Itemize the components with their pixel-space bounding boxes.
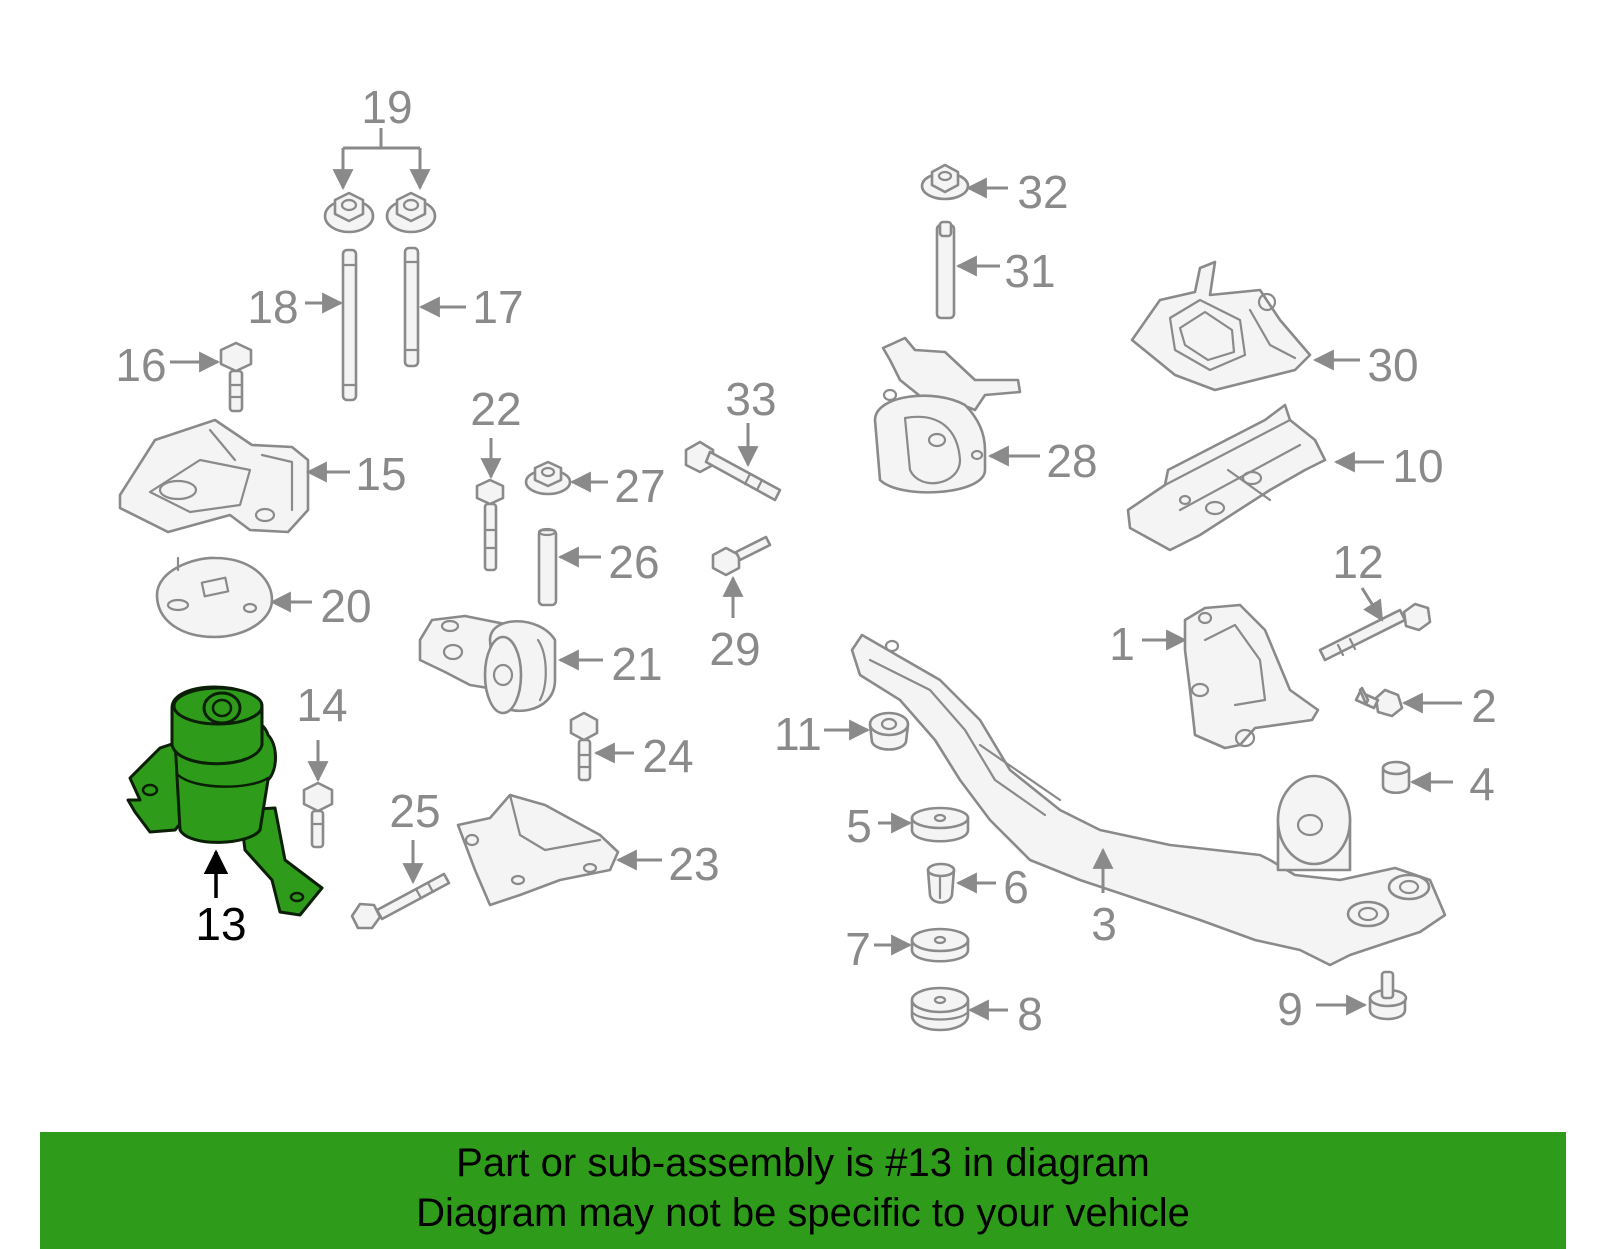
callout-3: 3	[1091, 898, 1117, 950]
part-15-bracket[interactable]	[118, 418, 310, 534]
callout-15: 15	[355, 448, 406, 500]
callout-20: 20	[320, 580, 371, 632]
callout-6: 6	[1003, 861, 1029, 913]
callout-32: 32	[1017, 166, 1068, 218]
part-4-bushing[interactable]	[1381, 760, 1411, 795]
callout-8: 8	[1017, 988, 1043, 1040]
banner-line-1: Part or sub-assembly is #13 in diagram	[456, 1141, 1150, 1185]
info-banner: Part or sub-assembly is #13 in diagram D…	[40, 1132, 1566, 1249]
callout-28: 28	[1046, 435, 1097, 487]
part-31-pin[interactable]	[935, 220, 956, 320]
part-6-bushing[interactable]	[926, 862, 956, 904]
part-27-nut[interactable]	[524, 460, 572, 496]
callout-9: 9	[1277, 983, 1303, 1035]
callout-4: 4	[1469, 758, 1495, 810]
part-19-nuts[interactable]	[323, 128, 437, 234]
part-1-bracket[interactable]	[1183, 603, 1320, 750]
part-12-bolt[interactable]	[1318, 602, 1432, 662]
part-7-washer[interactable]	[910, 927, 970, 963]
callout-11: 11	[774, 708, 822, 760]
callout-29: 29	[709, 623, 760, 675]
part-21-mount[interactable]	[418, 614, 557, 715]
callout-24: 24	[642, 730, 693, 782]
callout-33: 33	[725, 373, 776, 425]
part-10-shield[interactable]	[1126, 403, 1327, 552]
part-29-bolt[interactable]	[711, 535, 772, 577]
callout-5: 5	[846, 800, 872, 852]
callout-31: 31	[1004, 245, 1055, 297]
part-2-bolt[interactable]	[1354, 686, 1404, 718]
callout-2: 2	[1471, 680, 1497, 732]
part-18-stud[interactable]	[341, 248, 358, 402]
part-32-nut[interactable]	[920, 163, 970, 201]
callout-18: 18	[247, 281, 298, 333]
callout-26: 26	[608, 536, 659, 588]
part-30-bracket[interactable]	[1130, 260, 1312, 392]
callout-25: 25	[389, 785, 440, 837]
part-28-mount[interactable]	[873, 336, 1022, 494]
part-14-bolt[interactable]	[302, 781, 334, 849]
part-16-bolt[interactable]	[219, 341, 253, 413]
part-33-bolt[interactable]	[684, 440, 782, 502]
part-22-bolt[interactable]	[475, 478, 505, 572]
callout-7: 7	[845, 923, 871, 975]
part-3-crossmember[interactable]	[850, 633, 1447, 967]
part-5-washer[interactable]	[910, 806, 970, 843]
callout-21: 21	[611, 638, 662, 690]
part-26-sleeve[interactable]	[537, 527, 558, 607]
part-24-bolt[interactable]	[569, 711, 599, 782]
part-11-nut[interactable]	[868, 711, 910, 751]
callout-16: 16	[115, 339, 166, 391]
callout-22: 22	[470, 383, 521, 435]
callout-12: 12	[1332, 536, 1383, 588]
callout-14: 14	[296, 679, 347, 731]
callout-30: 30	[1367, 339, 1418, 391]
callout-17: 17	[472, 281, 523, 333]
callout-1: 1	[1109, 618, 1135, 670]
part-8-isolator[interactable]	[910, 986, 970, 1032]
part-23-bracket[interactable]	[456, 793, 620, 907]
callout-10: 10	[1392, 440, 1443, 492]
part-20-pad[interactable]	[155, 556, 274, 639]
callout-23: 23	[668, 838, 719, 890]
callout-27: 27	[614, 460, 665, 512]
part-25-bolt[interactable]	[350, 872, 451, 930]
banner-line-2: Diagram may not be specific to your vehi…	[416, 1191, 1190, 1235]
part-9-pin[interactable]	[1368, 970, 1408, 1021]
callout-19: 19	[361, 81, 412, 133]
part-17-stud[interactable]	[403, 246, 420, 368]
part-13-engine-mount[interactable]	[126, 685, 324, 917]
callout-13: 13	[195, 898, 246, 950]
